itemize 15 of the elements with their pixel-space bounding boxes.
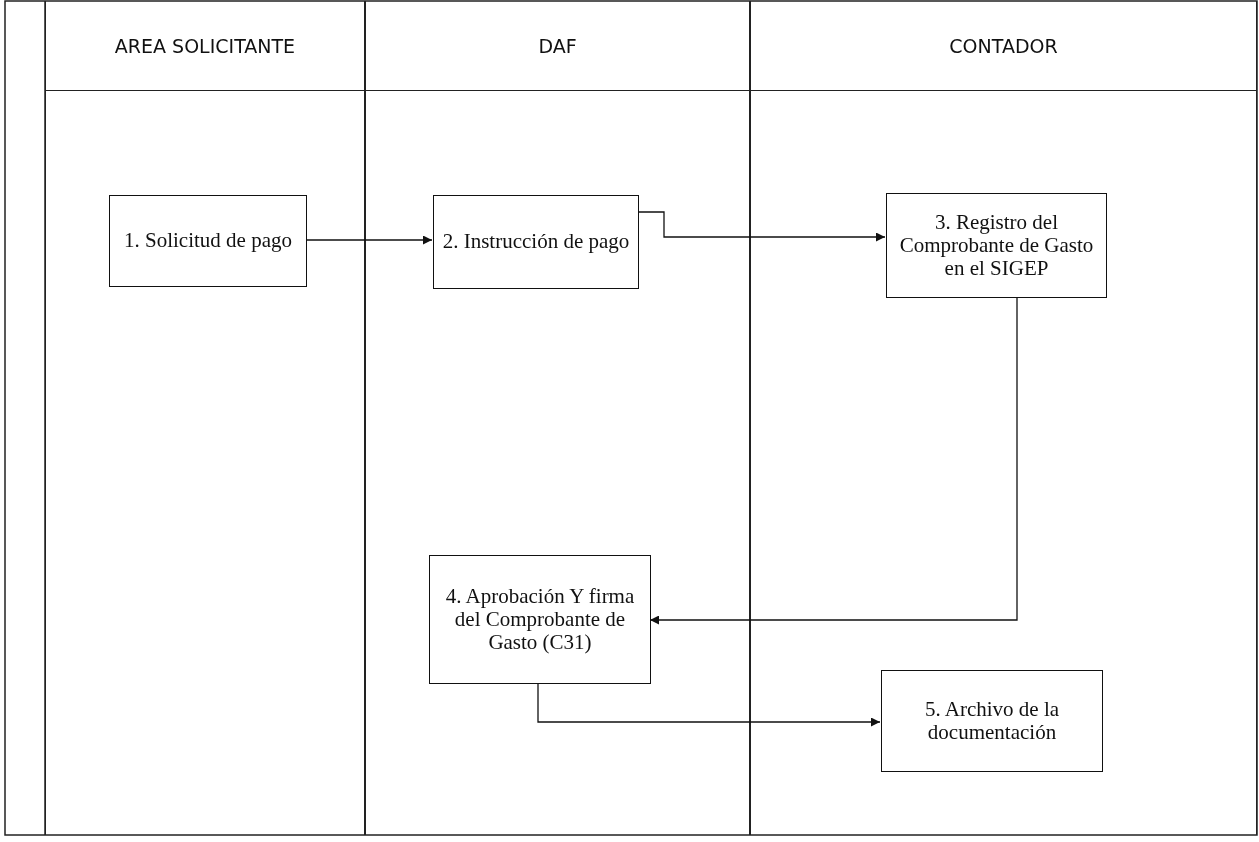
process-box: 5. Archivo de la documentación (881, 670, 1103, 772)
process-box: 3. Registro del Comprobante de Gasto en el SIGEP (886, 193, 1107, 298)
lane-header: DAF (538, 34, 577, 57)
lane-header: AREA SOLICITANTE (114, 34, 296, 57)
swimlane (45, 1, 365, 835)
arrow (305, 235, 433, 245)
process-box: 1. Solicitud de pago (109, 195, 307, 287)
arrow (649, 297, 1018, 625)
lane-header: CONTADOR (949, 34, 1058, 57)
arrow (537, 683, 881, 727)
swimlane (365, 1, 750, 835)
swimlane (750, 1, 1257, 835)
process-box: 2. Instrucción de pago (433, 195, 639, 289)
arrow (637, 211, 886, 242)
process-box: 4. Aprobación Y firma del Comprobante de Gasto (C31) (429, 555, 651, 684)
